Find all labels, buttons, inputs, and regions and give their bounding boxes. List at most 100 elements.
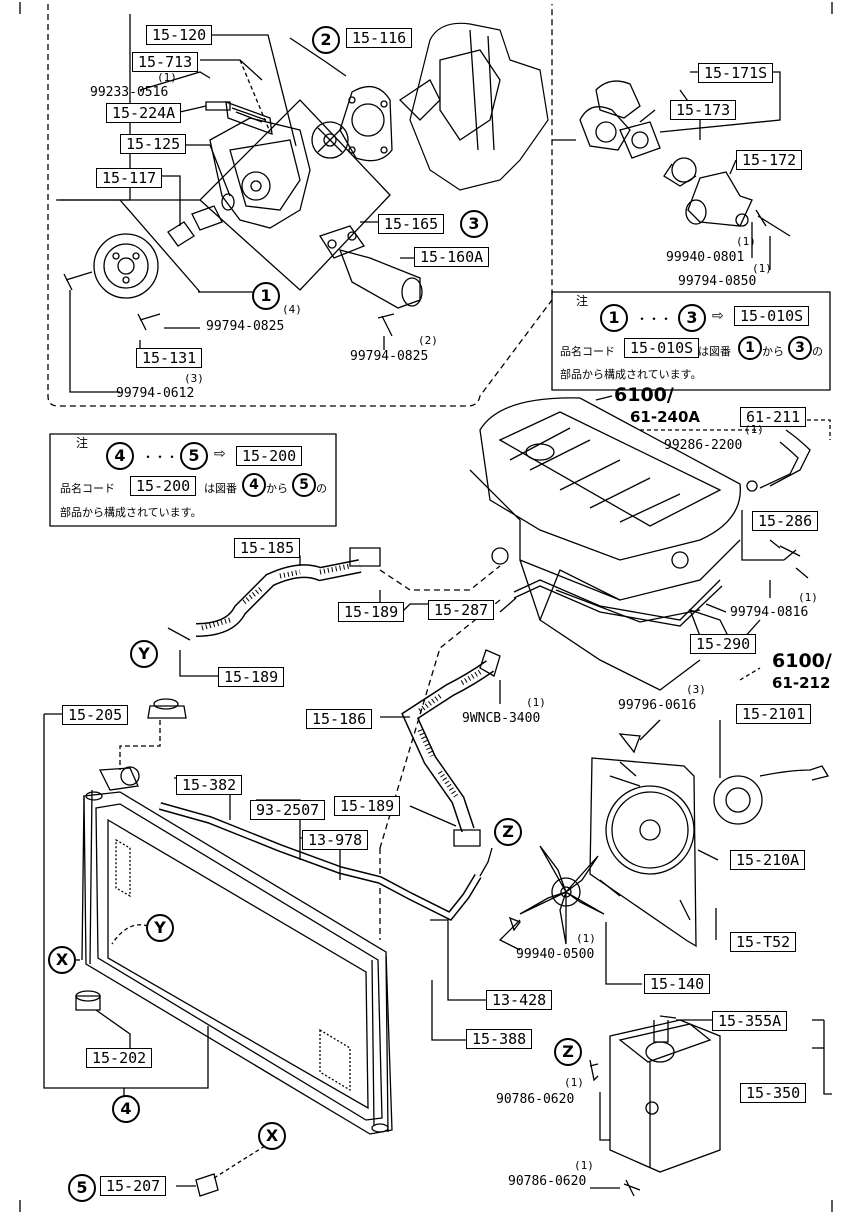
callout-15-202: 15-202 <box>86 1048 153 1068</box>
note1-text-b: は図番 <box>698 345 731 358</box>
callout-15-010S-note-2: 15-010S <box>624 338 700 358</box>
callout-15-173: 15-173 <box>670 100 737 120</box>
qty-2200: (1) <box>744 423 764 436</box>
note1-circle-1: 1 <box>600 304 628 332</box>
qty-0612: (3) <box>184 372 204 385</box>
part-99794-0850: 99794-0850 <box>678 274 757 289</box>
part-99794-0825-b: 99794-0825 <box>350 349 429 364</box>
callout-15-290: 15-290 <box>690 634 757 654</box>
callout-15-010S-note: 15-010S <box>734 306 810 326</box>
callout-15-189-mid: 15-189 <box>218 667 285 687</box>
water-pump-pulley <box>93 233 159 299</box>
callout-15-200-note: 15-200 <box>236 446 303 466</box>
thermostat <box>671 157 697 183</box>
callout-15-172: 15-172 <box>736 150 803 170</box>
circle-Y-radiator: Y <box>146 914 174 942</box>
callout-93-2507: 93-2507 <box>250 800 326 820</box>
pump-impeller <box>311 121 349 159</box>
note1-text-c: から <box>762 345 784 358</box>
note1-dots: ・・・ <box>636 312 673 326</box>
part-90786-0620-b: 90786-0620 <box>508 1174 587 1189</box>
part-99940-0801: 99940-0801 <box>666 250 745 265</box>
cylinder-head-cover <box>479 397 741 561</box>
fan <box>519 845 605 945</box>
callout-15-2101: 15-2101 <box>736 704 812 724</box>
callout-15-185: 15-185 <box>234 538 301 558</box>
callout-13-978: 13-978 <box>302 830 369 850</box>
part-99794-0816: 99794-0816 <box>730 605 809 620</box>
note1-circle-3b: 3 <box>788 336 812 360</box>
ref-61-240A: 61-240A <box>630 408 701 426</box>
callout-15-382: 15-382 <box>176 775 243 795</box>
note2-dots: ・・・ <box>142 450 179 464</box>
callout-15-210A: 15-210A <box>730 850 806 870</box>
callout-15-165: 15-165 <box>378 214 445 234</box>
callout-15-186: 15-186 <box>306 709 373 729</box>
circle-X-bottom: X <box>258 1122 286 1150</box>
radiator-cap <box>147 705 187 719</box>
water-pump-group-outline <box>47 4 553 407</box>
callout-15-224A: 15-224A <box>106 103 182 123</box>
qty-0816: (1) <box>798 591 818 604</box>
circle-5: 5 <box>68 1174 96 1202</box>
qty-0801: (1) <box>736 235 756 248</box>
thermostat-gasket <box>579 106 631 151</box>
qty-0500: (1) <box>576 932 596 945</box>
callout-15-117: 15-117 <box>96 168 163 188</box>
qty-0620a: (1) <box>564 1076 584 1089</box>
radiator <box>83 791 393 1135</box>
callout-15-189-lower: 15-189 <box>334 796 401 816</box>
note2-heading: 注 <box>76 436 89 450</box>
callout-15-189-upper: 15-189 <box>338 602 405 622</box>
circle-X-left: X <box>48 946 76 974</box>
note2-text-d: の <box>316 482 327 495</box>
qty-99233: (1) <box>157 71 177 84</box>
callout-15-116: 15-116 <box>346 28 413 48</box>
note1-circle-3: 3 <box>678 304 706 332</box>
callout-15-171S: 15-171S <box>698 63 774 83</box>
callout-15-131: 15-131 <box>136 348 203 368</box>
note2-text-c: から <box>266 482 288 495</box>
thermostat-housing <box>687 171 753 227</box>
note2-circle-5b: 5 <box>292 473 316 497</box>
note2-circle-4: 4 <box>106 442 134 470</box>
note1-text-d: の <box>812 345 823 358</box>
circle-Y-hose: Y <box>130 640 158 668</box>
part-99794-0612: 99794-0612 <box>116 386 195 401</box>
note2-text-b: は図番 <box>204 482 237 495</box>
part-99233-0516: 99233-0516 <box>90 85 169 100</box>
qty-0616: (3) <box>686 683 706 696</box>
circle-4: 4 <box>112 1095 140 1123</box>
note1-text-a: 品名コード <box>560 345 615 358</box>
callout-15-207: 15-207 <box>100 1176 167 1196</box>
engine-block-top <box>409 22 549 191</box>
qty-0850: (1) <box>752 262 772 275</box>
part-99940-0500: 99940-0500 <box>516 947 595 962</box>
circle-3: 3 <box>460 210 488 238</box>
note2-text-line2: 部品から構成されています。 <box>60 506 202 519</box>
callout-15-286: 15-286 <box>752 511 819 531</box>
small-bypass-hose <box>769 429 811 487</box>
callout-15-713: 15-713 <box>132 52 199 72</box>
qty-3400: (1) <box>526 696 546 709</box>
note2-circle-4b: 4 <box>242 473 266 497</box>
pump-gasket <box>339 85 393 162</box>
note2-arrow: ⇨ <box>214 446 226 462</box>
part-99794-0825-a: 99794-0825 <box>206 319 285 334</box>
circle-Z-tank: Z <box>554 1038 582 1066</box>
callout-15-140: 15-140 <box>644 974 711 994</box>
callout-15-287: 15-287 <box>428 600 495 620</box>
callout-15-120: 15-120 <box>146 25 213 45</box>
part-99286-2200: 99286-2200 <box>664 438 743 453</box>
note1-arrow: ⇨ <box>712 308 724 324</box>
callout-15-T52: 15-T52 <box>730 932 797 952</box>
water-pump-body <box>209 117 311 229</box>
qty-0825a: (4) <box>282 303 302 316</box>
callout-15-125: 15-125 <box>120 134 187 154</box>
circle-Z-hose: Z <box>494 818 522 846</box>
callout-15-355A: 15-355A <box>712 1011 788 1031</box>
callout-15-350: 15-350 <box>740 1083 807 1103</box>
callout-15-200-note-2: 15-200 <box>130 476 197 496</box>
callout-61-211: 61-211 <box>740 407 807 427</box>
ref-6100-a: 6100/ <box>614 384 674 406</box>
